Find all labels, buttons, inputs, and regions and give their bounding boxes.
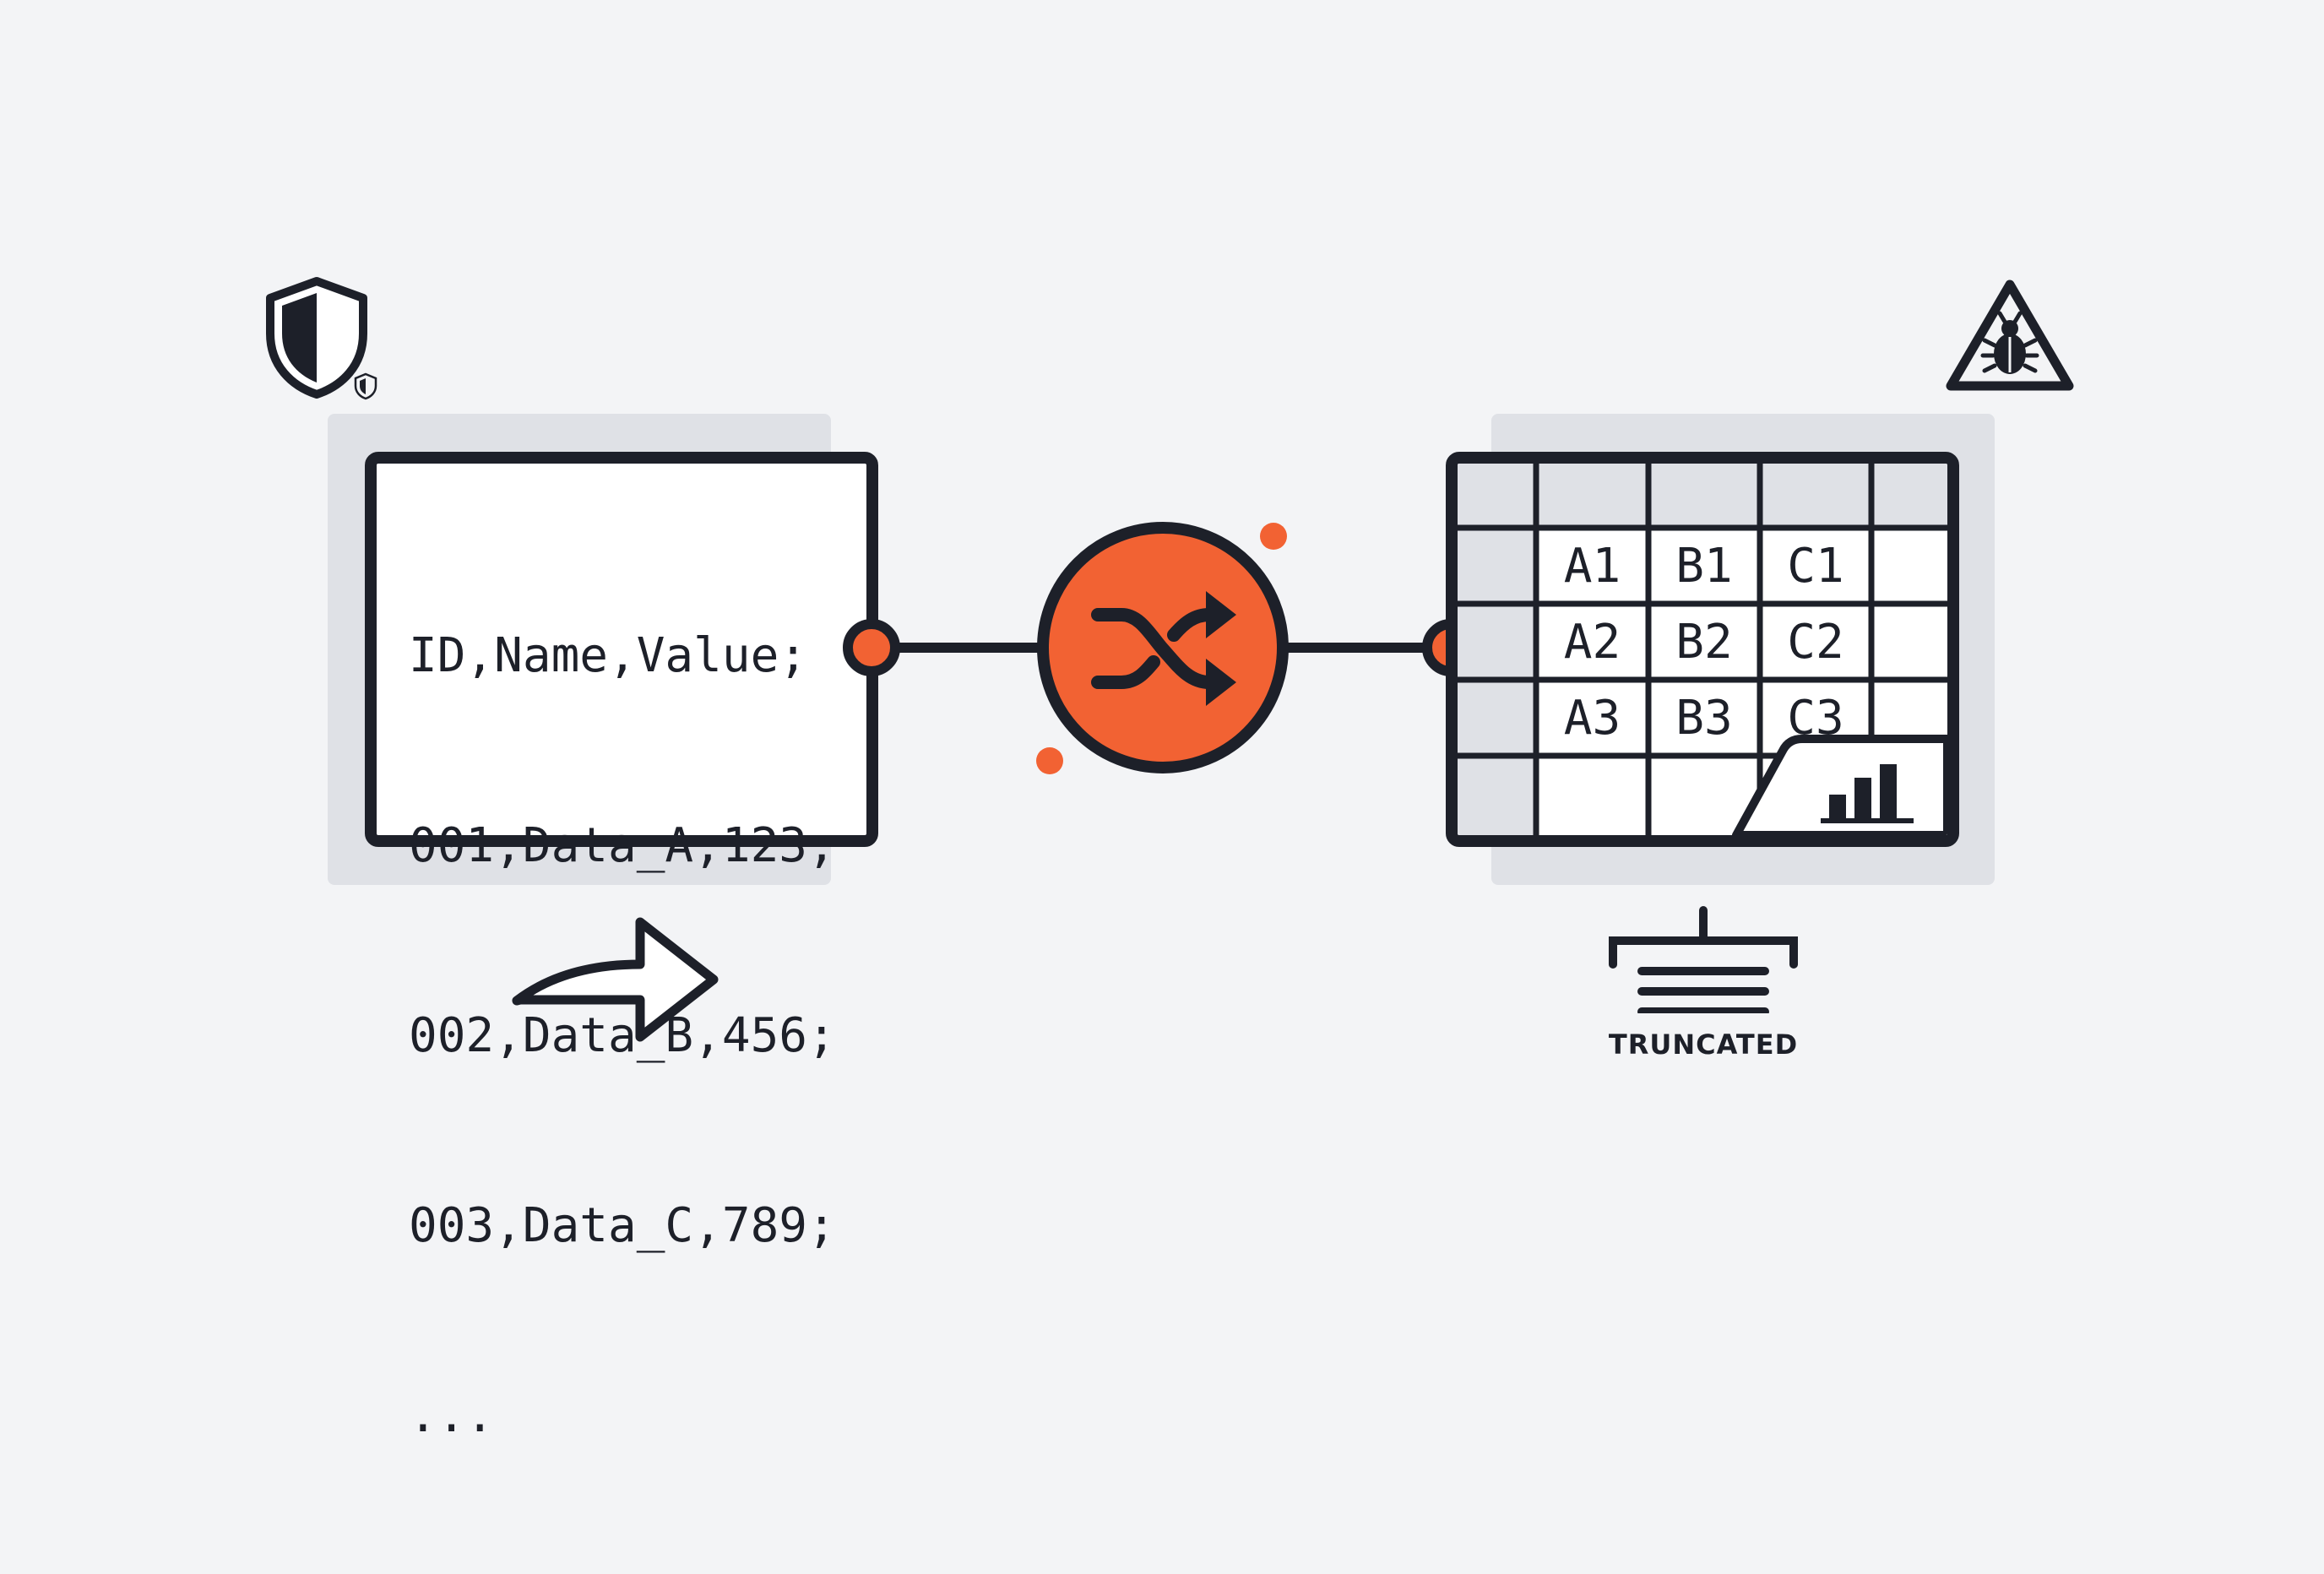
grid-cell: A1 <box>1563 539 1621 594</box>
grid-cell: C1 <box>1787 539 1844 594</box>
csv-line: 001,Data_A,123; <box>409 818 836 873</box>
warning-bug-icon <box>1946 280 2074 391</box>
data-grid-card: A1 B1 C1 A2 B2 C2 A3 B3 C3 <box>1446 452 1959 847</box>
shield-icon <box>266 277 367 399</box>
csv-line: 003,Data_C,789; <box>409 1198 836 1253</box>
grid-cell: A2 <box>1563 615 1621 670</box>
left-connector-node <box>843 619 900 676</box>
csv-text-card: ID,Name,Value; 001,Data_A,123; 002,Data_… <box>365 452 878 1443</box>
accent-dot-bottom <box>1036 747 1063 774</box>
forward-arrow-icon <box>512 917 719 1042</box>
grid-cell: A3 <box>1563 691 1621 746</box>
truncated-label: TRUNCATED <box>1608 1029 1799 1061</box>
shuffle-icon <box>1037 522 1289 773</box>
grid-cell: B3 <box>1675 691 1733 746</box>
accent-dot-top <box>1260 523 1287 550</box>
small-shield-icon <box>354 372 377 400</box>
grid-cell: B2 <box>1675 615 1733 670</box>
data-grid-lines <box>1458 464 1947 835</box>
grid-cell: B1 <box>1675 539 1733 594</box>
csv-line: 002,Data_B,456; <box>409 1008 836 1063</box>
bar-chart-icon <box>1732 735 1947 835</box>
csv-line: ID,Name,Value; <box>409 628 808 683</box>
csv-line: ... <box>409 1388 495 1443</box>
truncate-icon <box>1609 906 1798 1013</box>
grid-cell: C2 <box>1787 615 1844 670</box>
connector-diagram <box>843 522 1480 774</box>
csv-text-block: ID,Name,Value; 001,Data_A,123; 002,Data_… <box>409 497 836 1574</box>
